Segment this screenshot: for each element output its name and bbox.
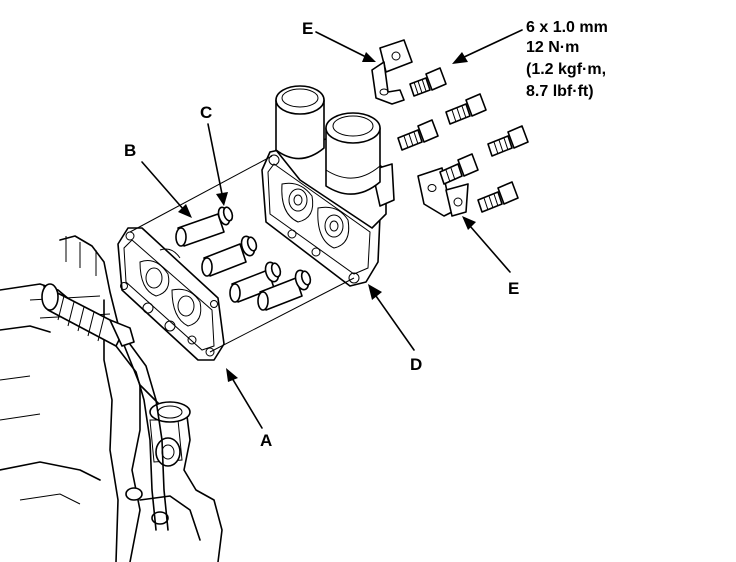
bracket-e-top bbox=[371, 39, 413, 105]
callout-a: A bbox=[260, 431, 272, 450]
spec-torque-kgfm: (1.2 kgf·m, bbox=[526, 61, 606, 78]
filter-screens bbox=[175, 206, 312, 311]
callout-e-right: E bbox=[508, 279, 519, 298]
spec-torque-nm: 12 N·m bbox=[526, 39, 579, 56]
bolt-5 bbox=[439, 153, 479, 185]
leader-lines bbox=[141, 29, 523, 429]
filter-screen-1 bbox=[175, 206, 234, 247]
gasket-a bbox=[117, 227, 225, 361]
callout-b: B bbox=[124, 141, 136, 160]
callout-c: C bbox=[200, 103, 212, 122]
callout-labels: A B C D E E bbox=[124, 19, 519, 450]
bolt-2 bbox=[445, 93, 487, 125]
torque-spec: 6 x 1.0 mm 12 N·m (1.2 kgf·m, 8.7 lbf·ft… bbox=[526, 19, 608, 100]
bolt-4 bbox=[487, 125, 529, 157]
bolt-1 bbox=[409, 67, 447, 97]
callout-e-top: E bbox=[302, 19, 313, 38]
solenoid-valve-d bbox=[261, 85, 395, 287]
bolt-6 bbox=[477, 181, 519, 213]
spec-bolt-size: 6 x 1.0 mm bbox=[526, 19, 608, 36]
transmission-housing bbox=[0, 235, 223, 562]
filter-screen-2 bbox=[201, 235, 258, 277]
alignment-lines bbox=[129, 155, 355, 353]
filter-screen-4 bbox=[257, 269, 312, 311]
bolt-3 bbox=[397, 119, 439, 151]
callout-d: D bbox=[410, 355, 422, 374]
spec-torque-lbfft: 8.7 lbf·ft) bbox=[526, 83, 594, 100]
bolts bbox=[397, 67, 529, 213]
